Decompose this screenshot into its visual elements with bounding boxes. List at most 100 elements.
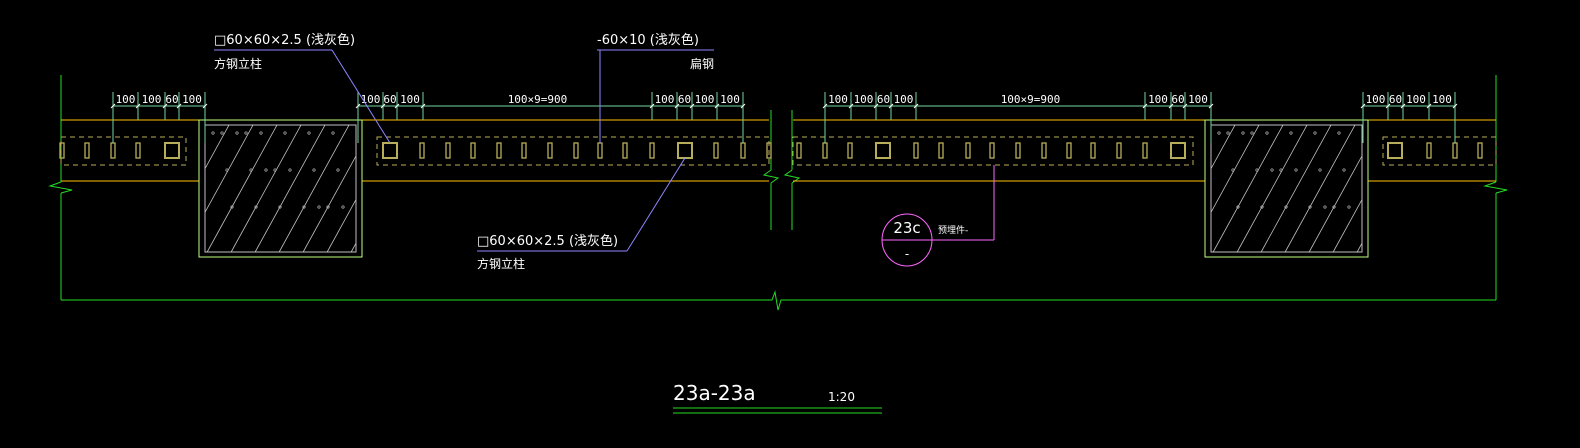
picket-bar [649, 142, 655, 159]
picket-bar [913, 142, 919, 159]
aggregate-dot [307, 131, 311, 135]
picket-bar [547, 142, 553, 159]
callout-detail-number: 23c [893, 219, 920, 237]
label-post-top: □60×60×2.5 (浅灰色) 方钢立柱 [214, 32, 391, 144]
picket-bar [938, 142, 944, 159]
picket-bar [521, 142, 527, 159]
dimension-label: 100×9=900 [508, 93, 568, 106]
concrete-hatch-line [1356, 242, 1363, 253]
dimension-label: 100 [828, 93, 848, 106]
dimension-tick [420, 103, 426, 109]
concrete-hatch-line [1260, 124, 1332, 253]
post-spec-text: □60×60×2.5 (浅灰色) [477, 233, 618, 249]
picket-bar [496, 142, 502, 159]
concrete-hatch-line [350, 242, 357, 253]
square-steel-post [1170, 142, 1186, 159]
dimension-label: 100 [182, 93, 202, 106]
right-break-symbol [1483, 181, 1508, 194]
picket-bar [1452, 142, 1458, 159]
picket-bar [740, 142, 746, 159]
aggregate-dot [341, 205, 345, 209]
picket-bar [989, 142, 995, 159]
aggregate-dot [1241, 131, 1245, 135]
dimension-tick [674, 103, 680, 109]
picket-bar [1142, 142, 1148, 159]
dimension-label: 100 [695, 93, 715, 106]
dimension-tick [822, 103, 828, 109]
concrete-hatch-line [302, 155, 357, 253]
aggregate-dot [259, 131, 263, 135]
flat-bar-name-text: 扁钢 [690, 57, 714, 71]
picket-bar [965, 142, 971, 159]
square-steel-post [677, 142, 693, 159]
embed-callout: 23c - 预埋件- [881, 165, 995, 267]
concrete-piers [198, 119, 1369, 258]
picket-bar [822, 142, 828, 159]
aggregate-dot [278, 205, 282, 209]
concrete-hatch-line [1332, 199, 1363, 253]
picket-bar [84, 142, 90, 159]
dimension-label: 100 [655, 93, 675, 106]
picket-bar [796, 142, 802, 159]
leader-line [331, 49, 391, 144]
picket-bar [573, 142, 579, 159]
aggregate-dot [1337, 131, 1341, 135]
dimension-label: 100 [361, 93, 381, 106]
picket-bar [135, 142, 141, 159]
section-title-text: 23a-23a [673, 381, 756, 405]
dimension-label: 100 [854, 93, 874, 106]
pier-inner-outline [1210, 124, 1363, 253]
aggregate-dot [264, 168, 268, 172]
label-post-bottom: □60×60×2.5 (浅灰色) 方钢立柱 [477, 157, 686, 271]
square-steel-post [382, 142, 398, 159]
aggregate-dot [1347, 205, 1351, 209]
dimension-tick [162, 103, 168, 109]
dimension-tick [649, 103, 655, 109]
dimension-label: 100 [1406, 93, 1426, 106]
picket-bar [1090, 142, 1096, 159]
aggregate-dot [211, 131, 215, 135]
dimension-tick [1400, 103, 1406, 109]
dimension-label: 100 [1148, 93, 1168, 106]
picket-bar [1477, 142, 1483, 159]
picket-bar [847, 142, 853, 159]
aggregate-dot [220, 131, 224, 135]
aggregate-dot [1270, 168, 1274, 172]
aggregate-dot [1279, 168, 1283, 172]
picket-bar [1116, 142, 1122, 159]
scale-text: 1:20 [828, 390, 855, 404]
aggregate-dot [230, 205, 234, 209]
callout-sheet-number: - [905, 247, 909, 261]
picket-bar [1066, 142, 1072, 159]
concrete-hatch-line [1210, 124, 1236, 169]
label-flat-bar: -60×10 (浅灰色) 扁钢 [597, 32, 714, 143]
dimension-tick [394, 103, 400, 109]
concrete-hatch-line [1210, 124, 1260, 213]
dimension-tick [913, 103, 919, 109]
aggregate-dot [1323, 205, 1327, 209]
picket-bar [1015, 142, 1021, 159]
picket-bar [713, 142, 719, 159]
bottom-boundary-with-break [61, 290, 1496, 311]
dimension-tick [1142, 103, 1148, 109]
dimension-label: 100 [1366, 93, 1386, 106]
wall-lines [61, 119, 1496, 182]
aggregate-dot [1226, 131, 1230, 135]
aggregate-dot [244, 131, 248, 135]
aggregate-dot [225, 168, 229, 172]
aggregate-dot [302, 205, 306, 209]
dimension-tick [1182, 103, 1188, 109]
concrete-hatch-line [206, 124, 278, 253]
dimension-tick [740, 103, 746, 109]
aggregate-dot [1255, 168, 1259, 172]
picket-bar [1426, 142, 1432, 159]
aggregate-dot [1217, 131, 1221, 135]
dimension-tick [202, 103, 208, 109]
aggregate-dot [1332, 205, 1336, 209]
dimension-tick [714, 103, 720, 109]
aggregate-dot [1236, 205, 1240, 209]
dimension-tick [355, 103, 361, 109]
aggregate-dot [1265, 131, 1269, 135]
